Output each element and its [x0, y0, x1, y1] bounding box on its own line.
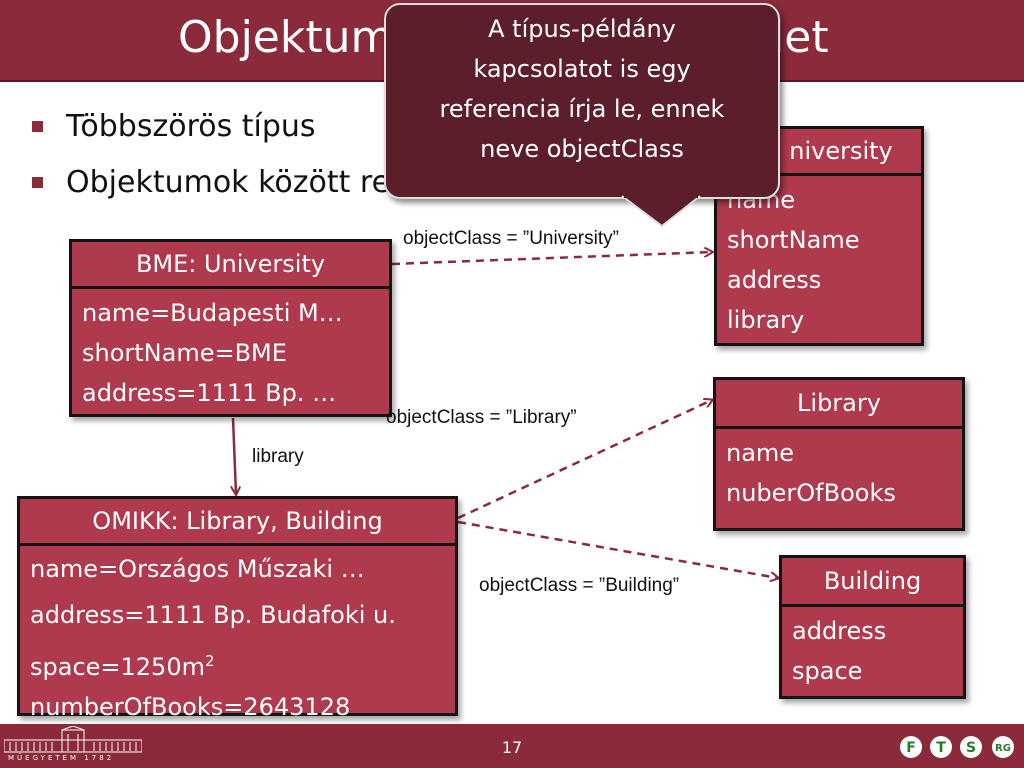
label-library-reference: library	[252, 446, 304, 467]
attribute: address	[727, 266, 822, 294]
bullet-text: Többszörös típus	[66, 109, 316, 144]
callout-bubble: A típus-példány kapcsolatot is egy refer…	[384, 3, 780, 199]
bme-instance-box: BME: University name=Budapesti M… shortN…	[69, 239, 392, 417]
bme-instance-attributes: name=Budapesti M… shortName=BME address=…	[72, 289, 389, 417]
library-class-header: Library	[716, 380, 962, 429]
arrow-omikk-building	[457, 520, 778, 578]
attribute: address	[792, 617, 887, 645]
attribute-text: space=1250m	[30, 653, 205, 681]
arrow-omikk-library	[457, 400, 712, 520]
callout-line: neve objectClass	[480, 135, 684, 163]
attribute: address=1111 Bp. Budafoki u.	[30, 601, 396, 629]
omikk-instance-box: OMIKK: Library, Building name=Országos M…	[17, 496, 458, 721]
university-class-box: niversity name shortName address library	[714, 126, 924, 346]
attribute: address=1111 Bp. …	[82, 379, 337, 407]
label-objectclass-university: objectClass = ”University”	[403, 228, 619, 249]
department-logo-letter: F	[906, 740, 916, 756]
attribute: nuberOfBooks	[726, 479, 896, 507]
attribute: name=Budapesti M…	[82, 299, 343, 327]
callout-line: kapcsolatot is egy	[473, 55, 691, 83]
arrow-bme-university	[391, 252, 712, 266]
bullet-item: Többszörös típus	[32, 108, 529, 146]
building-class-box: Building address space	[779, 555, 966, 699]
attribute: library	[727, 306, 805, 334]
building-class-attributes: address space	[782, 607, 963, 695]
university-building-logo-icon	[4, 726, 142, 753]
callout-line: referencia írja le, ennek	[439, 95, 725, 123]
library-class-attributes: name nuberOfBooks	[716, 429, 962, 517]
footer-bar: MŰEGYETEM 1782 17 F T S RG	[0, 724, 1024, 768]
building-class-header: Building	[782, 558, 963, 607]
attribute: shortName	[727, 226, 860, 254]
arrow-library-reference	[233, 417, 236, 494]
attribute: name=Országos Műszaki …	[30, 555, 365, 583]
bullet-square-icon	[32, 177, 43, 188]
slide-title: Objektum	[178, 12, 394, 63]
attribute-superscript: 2	[204, 652, 215, 670]
library-class-box: Library name nuberOfBooks	[713, 377, 965, 531]
university-logo-text: MŰEGYETEM 1782	[8, 754, 115, 762]
university-class-attributes: name shortName address library	[717, 176, 921, 344]
department-logo-letter: T	[936, 740, 946, 756]
omikk-instance-header: OMIKK: Library, Building	[20, 499, 455, 546]
attribute: shortName=BME	[82, 339, 287, 367]
bullet-square-icon	[32, 121, 43, 132]
callout-line: A típus-példány	[488, 15, 676, 43]
page-number: 17	[501, 738, 523, 757]
omikk-instance-attributes: name=Országos Műszaki … address=1111 Bp.…	[20, 546, 455, 734]
attribute: name	[726, 439, 795, 467]
department-logo-letter: RG	[995, 743, 1011, 754]
department-logo-icon: F T S RG	[900, 736, 1014, 758]
attribute: space=1250m2	[30, 638, 445, 684]
university-class-header: niversity	[717, 129, 921, 176]
bme-instance-header: BME: University	[72, 242, 389, 289]
attribute: numberOfBooks=2643128	[30, 693, 351, 721]
label-objectclass-building: objectClass = ”Building”	[479, 575, 680, 596]
attribute: space	[792, 657, 863, 685]
department-logo-letter: S	[966, 740, 976, 756]
label-objectclass-library: objectClass = ”Library”	[386, 407, 577, 428]
